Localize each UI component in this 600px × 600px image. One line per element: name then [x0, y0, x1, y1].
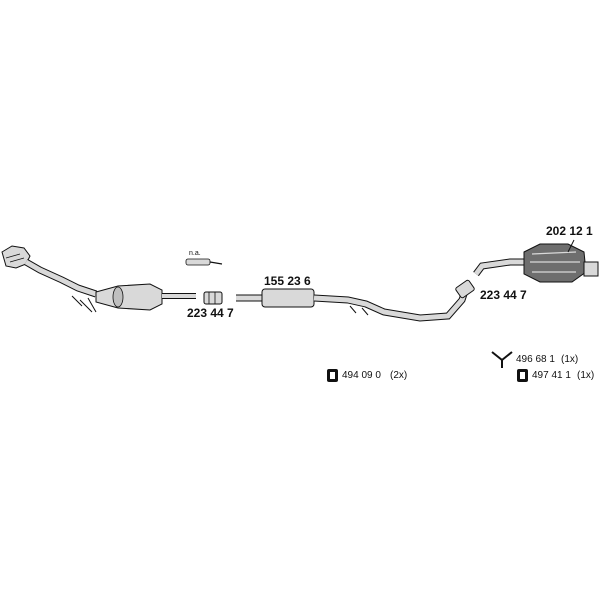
bracket-quantity: (1x) — [561, 354, 579, 365]
rear-mount-part-number: 497 41 1 — [532, 370, 571, 381]
sensor-note: n.a. — [189, 250, 201, 257]
front-clamp[interactable] — [203, 291, 223, 305]
bracket-icon — [491, 351, 513, 368]
exhaust-manifold[interactable] — [1, 245, 98, 313]
rubber-mount-quantity: (2x) — [390, 370, 408, 381]
center-silencer-part-number: 155 23 6 — [264, 274, 311, 288]
rubber-mount-icon — [327, 369, 338, 382]
front-clamp-part-number: 223 44 7 — [187, 306, 234, 320]
catalytic-converter[interactable] — [95, 283, 196, 311]
rubber-mount-part-number: 494 09 0 — [342, 370, 381, 381]
rear-silencer-part-number: 202 12 1 — [546, 224, 593, 238]
center-silencer[interactable] — [236, 286, 470, 322]
rear-clamp[interactable] — [455, 279, 475, 299]
lambda-sensor[interactable] — [185, 258, 223, 266]
rear-clamp-part-number: 223 44 7 — [480, 288, 527, 302]
rear-mount-icon — [517, 369, 528, 382]
rear-mount-quantity: (1x) — [577, 370, 595, 381]
rear-silencer[interactable] — [473, 239, 599, 283]
bracket-part-number: 496 68 1 — [516, 354, 555, 365]
